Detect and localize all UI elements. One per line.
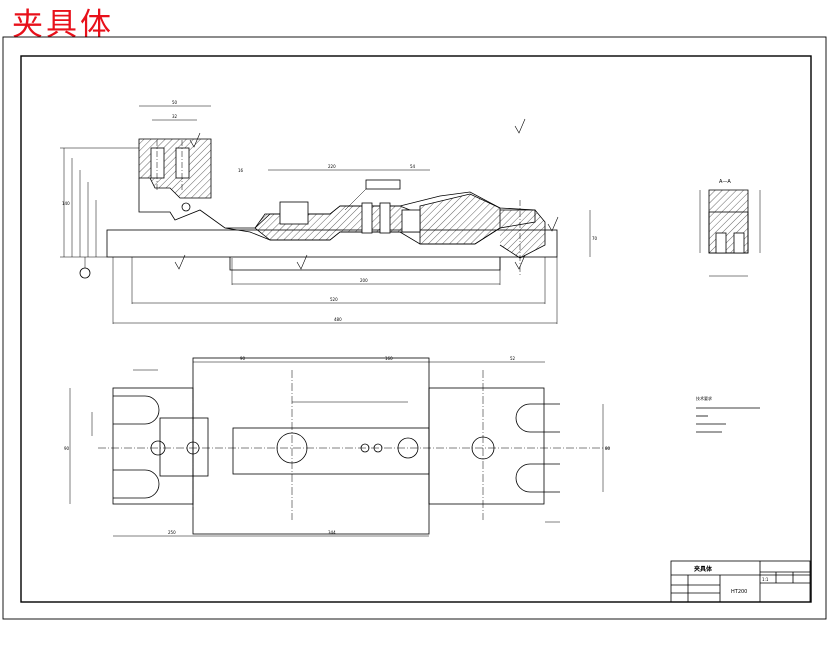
svg-text:32: 32 <box>172 114 178 119</box>
svg-text:344: 344 <box>328 530 336 535</box>
front-view-dimension-text: 50 32 16 220 54 200 520 480 140 70 <box>62 100 598 322</box>
title-block-material: HT200 <box>731 589 747 595</box>
title-block-name: 夹具体 <box>694 565 713 573</box>
svg-text:220: 220 <box>328 164 336 169</box>
title-block <box>670 560 811 603</box>
title-block-scale: 1:1 <box>762 577 769 582</box>
section-label: A—A <box>719 179 731 185</box>
page-title: 夹具体 <box>12 7 114 43</box>
notes-heading: 技术要求 <box>696 395 712 401</box>
svg-text:480: 480 <box>334 317 342 322</box>
front-section-view <box>60 105 591 324</box>
plan-view-dimension-text: 90 160 52 250 344 90 80 <box>64 356 611 535</box>
svg-text:200: 200 <box>360 278 368 283</box>
svg-text:54: 54 <box>410 164 416 169</box>
technical-notes: 技术要求 <box>696 395 760 433</box>
svg-text:70: 70 <box>592 236 598 241</box>
svg-text:160: 160 <box>385 356 393 361</box>
inner-frame <box>20 55 812 603</box>
svg-text:52: 52 <box>510 356 516 361</box>
svg-text:90: 90 <box>240 356 246 361</box>
outer-border <box>2 36 827 620</box>
svg-text:50: 50 <box>172 100 178 105</box>
plan-view <box>69 357 610 537</box>
svg-text:140: 140 <box>62 201 70 206</box>
section-view-a-a <box>699 189 761 277</box>
svg-text:80: 80 <box>605 446 611 451</box>
svg-text:520: 520 <box>330 297 338 302</box>
svg-text:16: 16 <box>238 168 244 173</box>
svg-text:250: 250 <box>168 530 176 535</box>
svg-text:90: 90 <box>64 446 70 451</box>
